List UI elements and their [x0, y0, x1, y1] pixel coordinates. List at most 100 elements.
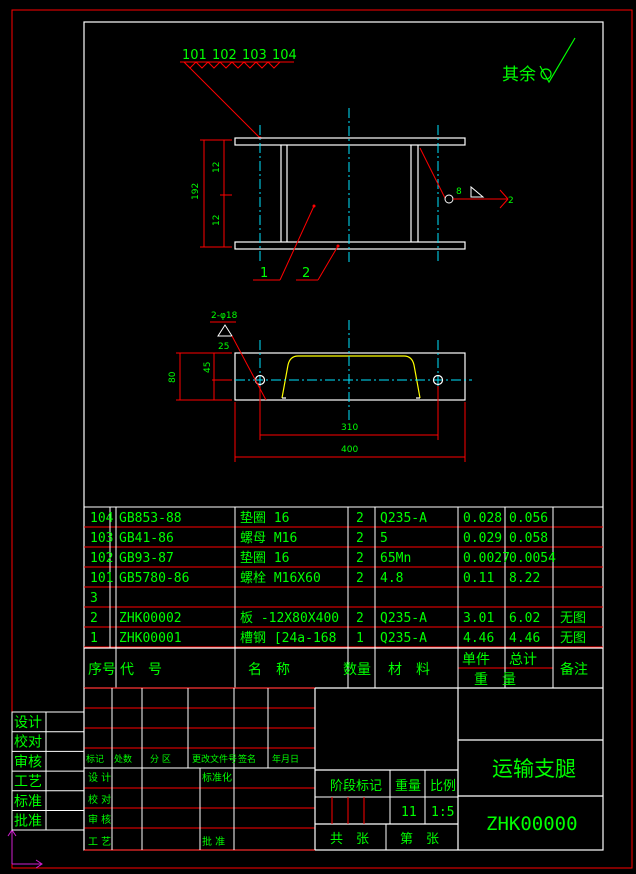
sheets-total: 共 张 [330, 832, 369, 847]
balloon-2: 2 [302, 266, 310, 281]
sign-label: 工 艺 [88, 836, 111, 848]
dim-12-upper: 12 [212, 162, 222, 173]
surface-note-text: 其余 [502, 65, 536, 85]
surface-roughness-note: 其余 [502, 37, 576, 85]
bom-header-name: 名 称 [248, 662, 290, 678]
sign-label: 设 计 [88, 771, 111, 784]
bom-header-code: 代 号 [120, 662, 162, 678]
outer-frame [11, 9, 633, 869]
revision-label: 年月日 [272, 753, 299, 765]
balloon-102: 102 [212, 48, 237, 63]
hole-note: 2-φ18 [211, 311, 238, 321]
left-label: 设计 [14, 715, 42, 731]
bom-cell-note: 无图 [560, 631, 586, 646]
bom-cell-unit: 0.11 [463, 571, 494, 586]
weight-label: 重量 [395, 778, 421, 794]
scale-value: 1:5 [431, 805, 454, 820]
callout-2: 2 [508, 196, 514, 206]
bom-cell-qty: 1 [356, 631, 364, 646]
sheet-number: 第 张 [400, 832, 439, 847]
bom-table [84, 506, 603, 688]
bom-cell-qty: 2 [356, 531, 364, 546]
bom-header-no: 序号 [88, 662, 116, 678]
bom-cell-material: Q235-A [380, 511, 427, 526]
bom-cell-name: 垫圈 16 [240, 550, 289, 566]
bom-cell-no: 104 [90, 511, 114, 526]
bom-cell-code: ZHK00001 [119, 631, 182, 646]
bom-cell-qty: 2 [356, 511, 364, 526]
revision-label: 签名 [238, 753, 256, 765]
bom-cell-no: 103 [90, 531, 113, 546]
balloon-group-top: 101 102 103 104 [180, 48, 297, 140]
bom-header-total: 总计 [509, 652, 537, 668]
bom-cell-code: GB5780-86 [119, 571, 189, 586]
bom-cell-code: GB41-86 [119, 531, 174, 546]
left-label: 工艺 [14, 774, 42, 790]
bom-header-material: 材 料 [388, 662, 430, 678]
revision-label: 更改文件号 [192, 753, 237, 765]
dim-192: 192 [191, 183, 201, 200]
left-label: 标准 [14, 794, 42, 810]
stage-label: 阶段标记 [330, 779, 382, 794]
bom-cell-no: 2 [90, 611, 98, 626]
balloon-101: 101 [182, 48, 207, 63]
revision-label: 处数 [114, 753, 132, 765]
bom-cell-material: Q235-A [380, 631, 427, 646]
left-label: 审核 [14, 754, 42, 770]
bom-cell-total: 4.46 [509, 631, 540, 646]
left-label: 校对 [14, 734, 42, 751]
bom-cell-unit: 4.46 [463, 631, 494, 646]
sign-label: 审 核 [88, 813, 111, 826]
bom-cell-name: 板 -12X80X400 [240, 611, 339, 626]
revision-label: 标记 [86, 753, 104, 765]
bom-cell-name: 垫圈 16 [240, 510, 289, 526]
bom-cell-material: 5 [380, 531, 388, 546]
bom-cell-material: Q235-A [380, 611, 427, 626]
bom-cell-code: GB853-88 [119, 511, 182, 526]
dim-400: 400 [341, 445, 358, 455]
bom-cell-material: 4.8 [380, 571, 403, 586]
revision-label: 分 区 [150, 754, 171, 765]
bom-cell-no: 101 [90, 571, 113, 586]
bom-cell-material: 65Mn [380, 551, 411, 566]
bom-cell-total: 8.22 [509, 571, 540, 586]
bom-cell-name: 螺母 M16 [240, 531, 297, 546]
top-view: 192 12 12 1 2 8 2 [191, 108, 514, 281]
balloon-103: 103 [242, 48, 267, 63]
balloon-1: 1 [260, 266, 268, 281]
ucs-icon [7, 829, 43, 869]
inner-frame [83, 21, 604, 851]
bom-cell-no: 102 [90, 551, 113, 566]
bom-cell-no: 3 [90, 591, 98, 606]
front-view: 2-φ18 25 80 45 310 400 [168, 311, 472, 462]
dim-80: 80 [168, 371, 178, 383]
drawing-title: 运输支腿 [492, 757, 576, 781]
hole-note-sub: 25 [218, 342, 229, 352]
bom-cell-total: 6.02 [509, 611, 540, 626]
scale-label: 比例 [430, 779, 456, 794]
bom-cell-no: 1 [90, 631, 98, 646]
bom-cell-code: GB93-87 [119, 551, 174, 566]
bom-cell-unit: 3.01 [463, 611, 494, 626]
bom-header-weight: 重 量 [474, 672, 516, 688]
bom-cell-qty: 2 [356, 571, 364, 586]
bom-cell-unit: 0.029 [463, 531, 502, 546]
sign-label: 校 对 [88, 793, 111, 806]
bom-cell-total: 0.058 [509, 531, 548, 546]
bom-cell-qty: 2 [356, 611, 364, 626]
bom-header-unit: 单件 [462, 652, 490, 668]
bom-cell-unit: 0.028 [463, 511, 502, 526]
bom-header-qty: 数量 [343, 662, 371, 678]
sign-label: 批 准 [202, 835, 225, 848]
bom-cell-name: 螺栓 M16X60 [240, 571, 321, 586]
sign-label: 标准化 [202, 771, 232, 784]
drawing-number: ZHK00000 [486, 813, 578, 835]
callout-8: 8 [456, 187, 462, 197]
balloon-104: 104 [272, 48, 297, 63]
title-block: 设计校对审核工艺标准批准 标记处数 分 区 更改文件号签名 年月日设 计校 对审 核工… [11, 687, 603, 851]
bom-cell-note: 无图 [560, 611, 586, 626]
dim-12-lower: 12 [212, 215, 222, 226]
left-label: 批准 [14, 814, 42, 830]
